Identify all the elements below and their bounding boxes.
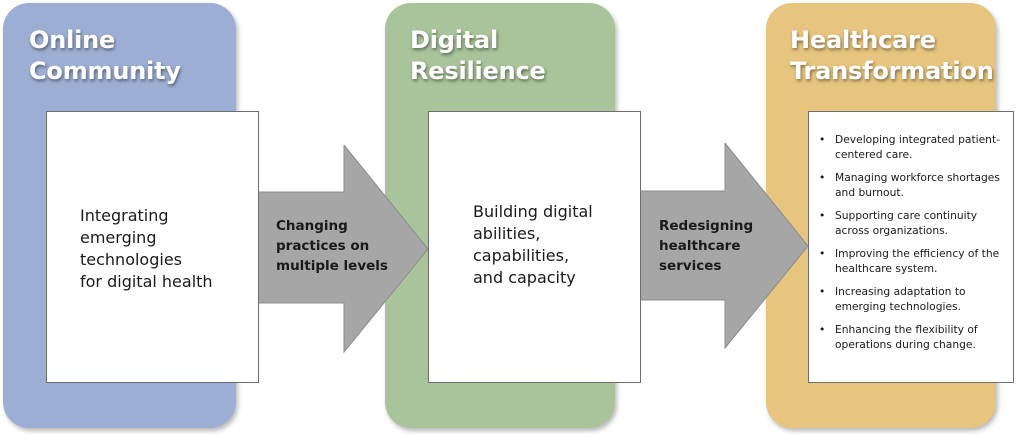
arrow-changing-practices xyxy=(258,145,429,353)
arrow-label-line: services xyxy=(659,258,722,274)
digital-resilience-card-text: Building digital abilities, capabilities… xyxy=(473,201,593,289)
card-line: and capacity xyxy=(473,268,576,287)
arrow-shape xyxy=(640,143,809,349)
title-line: Transformation xyxy=(790,57,994,85)
title-line: Digital xyxy=(410,26,499,54)
arrow-label-line: practices on xyxy=(276,238,370,254)
arrow-label-line: Changing xyxy=(276,218,348,234)
outcome-item: Enhancing the flexibility of operations … xyxy=(815,323,1005,352)
title-line: Community xyxy=(29,57,181,85)
card-line: technologies xyxy=(80,250,182,269)
card-line: Building digital xyxy=(473,202,593,221)
card-line: for digital health xyxy=(80,272,213,291)
digital-resilience-title: Digital Resilience xyxy=(410,25,546,87)
healthcare-transformation-card: Developing integrated patient-centered c… xyxy=(808,111,1014,383)
arrow-redesigning-services xyxy=(640,143,809,349)
online-community-card: Integrating emerging technologies for di… xyxy=(46,111,259,383)
outcome-item: Improving the efficiency of the healthca… xyxy=(815,247,1005,276)
title-line: Resilience xyxy=(410,57,546,85)
title-line: Online xyxy=(29,26,116,54)
digital-resilience-card: Building digital abilities, capabilities… xyxy=(428,111,641,383)
arrow-label-line: multiple levels xyxy=(276,258,388,274)
arrow-changing-practices-label: Changing practices on multiple levels xyxy=(276,216,388,276)
outcome-item: Managing workforce shortages and burnout… xyxy=(815,171,1005,200)
outcome-item: Developing integrated patient-centered c… xyxy=(815,133,1005,162)
outcome-item: Supporting care continuity across organi… xyxy=(815,209,1005,238)
card-line: abilities, xyxy=(473,224,541,243)
card-line: emerging xyxy=(80,228,157,247)
card-line: Integrating xyxy=(80,206,169,225)
online-community-card-text: Integrating emerging technologies for di… xyxy=(80,205,213,293)
online-community-title: Online Community xyxy=(29,25,181,87)
title-line: Healthcare xyxy=(790,26,936,54)
card-line: capabilities, xyxy=(473,246,570,265)
arrow-label-line: healthcare xyxy=(659,238,741,254)
healthcare-transformation-title: Healthcare Transformation xyxy=(790,25,994,87)
outcome-item: Increasing adaptation to emerging techno… xyxy=(815,285,1005,314)
arrow-label-line: Redesigning xyxy=(659,218,754,234)
arrow-shape xyxy=(258,145,429,353)
arrow-redesigning-services-label: Redesigning healthcare services xyxy=(659,216,753,276)
outcome-list: Developing integrated patient-centered c… xyxy=(815,133,1005,361)
